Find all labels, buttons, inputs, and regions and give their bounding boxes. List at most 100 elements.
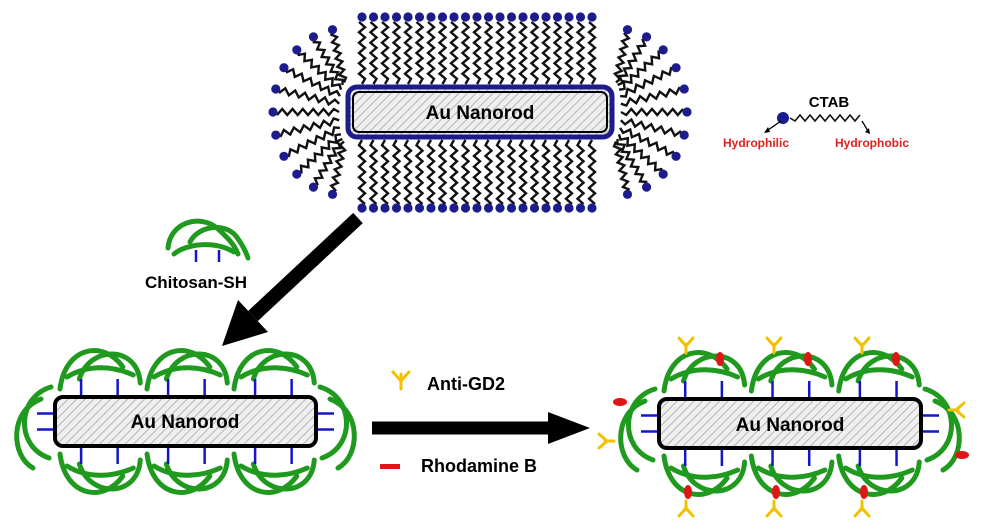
nanorod-top-outline: [352, 91, 608, 133]
ctab-head: [308, 182, 319, 192]
chitosan-strand: [238, 365, 310, 380]
ctab-head: [575, 203, 586, 213]
chitosan-strand: [317, 384, 349, 461]
ctab-head: [449, 12, 459, 22]
ctab-head: [506, 12, 517, 22]
reagent-dye-label: Rhodamine B: [421, 456, 537, 476]
rhodamine-dye-mark: [716, 352, 724, 366]
ctab-tail: [612, 141, 631, 191]
chitosan-strand: [14, 396, 44, 471]
chitosan-coating-left: [14, 348, 357, 495]
ctab-head: [403, 12, 413, 22]
ctab-head: [518, 203, 528, 213]
ctab-head: [403, 203, 413, 213]
ctab-head: [622, 25, 633, 35]
ctab-tail: [495, 21, 505, 85]
chitosan-sh-icon: [165, 218, 251, 262]
rhodamine-dye-mark: [804, 352, 812, 366]
ctab-head: [271, 84, 281, 94]
ctab-tail: [472, 139, 482, 205]
ctab-tail: [529, 139, 540, 205]
chitosan-strand: [626, 386, 658, 463]
ctab-head: [380, 203, 390, 213]
ctab-tail: [437, 21, 448, 85]
ctab-tail: [552, 139, 563, 205]
ctab-tail: [426, 139, 436, 205]
ctab-tail: [529, 21, 540, 85]
chitosan-strand: [755, 367, 828, 382]
antibody-y-icon: [597, 432, 616, 450]
ctab-tail: [541, 139, 551, 205]
antibody-y-icon: [765, 499, 783, 518]
nanorod-left-label: Au Nanorod: [131, 412, 240, 433]
chitosan-strand: [668, 465, 741, 480]
chitosan-strand: [238, 463, 310, 478]
chitosan-strand: [843, 367, 915, 382]
rhodamine-dye-mark: [772, 485, 780, 499]
ctab-head: [529, 12, 540, 22]
chitosan-strand: [144, 451, 213, 495]
ctab-tail: [368, 139, 379, 205]
dye-bar-icon: [380, 464, 400, 469]
chitosan-strand: [57, 348, 126, 392]
ctab-tail: [472, 21, 482, 85]
ctab-tail: [391, 139, 402, 205]
hydrophilic-label: Hydrophilic: [723, 136, 789, 150]
chitosan-strand: [151, 365, 223, 380]
ctab-tail: [617, 133, 663, 172]
ctab-tail: [460, 21, 471, 85]
antibody-y-icon: [391, 370, 411, 391]
ctab-tail: [278, 86, 341, 107]
ctab-head: [541, 203, 551, 213]
ctab-molecule-icon: [777, 112, 861, 124]
ctab-head: [414, 12, 425, 22]
rhodamine-dye-mark: [684, 485, 692, 499]
chitosan-strand: [932, 398, 962, 473]
ctab-head: [391, 12, 402, 22]
chitosan-strand: [144, 348, 213, 392]
nanorod-right-label: Au Nanorod: [736, 415, 845, 436]
ctab-head: [327, 25, 338, 35]
ctab-head: [279, 63, 289, 73]
ctab-head: [279, 151, 289, 161]
ctab-tail: [619, 66, 673, 98]
ctab-tail: [426, 21, 436, 85]
ctab-head: [357, 12, 367, 22]
ctab-head: [460, 12, 471, 22]
ctab-tail: [506, 139, 517, 205]
ctab-tail: [368, 21, 379, 85]
ctab-head: [437, 12, 448, 22]
ctab-head: [391, 203, 402, 213]
ctab-tail: [449, 21, 459, 85]
ctab-head: [587, 12, 597, 22]
ctab-bilayer: [268, 12, 692, 213]
ctab-tail: [495, 139, 505, 205]
ctab-head: [268, 107, 278, 117]
ctab-head: [357, 203, 367, 213]
ctab-head: [437, 203, 448, 213]
ctab-head: [564, 203, 574, 213]
rhodamine-dye-mark: [955, 451, 969, 459]
ctab-head: [679, 130, 689, 140]
antibody-y-icon: [853, 499, 871, 518]
ctab-head: [426, 12, 436, 22]
nanorod-right: Au Nanorod: [657, 397, 923, 450]
ctab-head: [518, 12, 528, 22]
ctab-head: [671, 63, 681, 73]
hydrophobic-label: Hydrophobic: [835, 136, 909, 150]
chitosan-legend: Chitosan-SH: [145, 218, 251, 292]
ctab-head: [575, 12, 586, 22]
ctab-tail: [297, 52, 343, 91]
chitosan-strand: [151, 463, 223, 478]
ctab-tail: [460, 139, 471, 205]
ctab-tail: [575, 21, 586, 85]
ctab-head: [483, 203, 494, 213]
ctab-tail: [616, 138, 648, 184]
antibody-y-icon: [677, 499, 695, 518]
ctab-tail: [564, 139, 574, 205]
ctab-tail: [276, 107, 340, 117]
ctab-tail: [287, 126, 341, 158]
hydrophobic-pointer: [861, 120, 869, 132]
antibody-y-icon: [765, 336, 783, 355]
ctab-tail: [357, 139, 367, 205]
